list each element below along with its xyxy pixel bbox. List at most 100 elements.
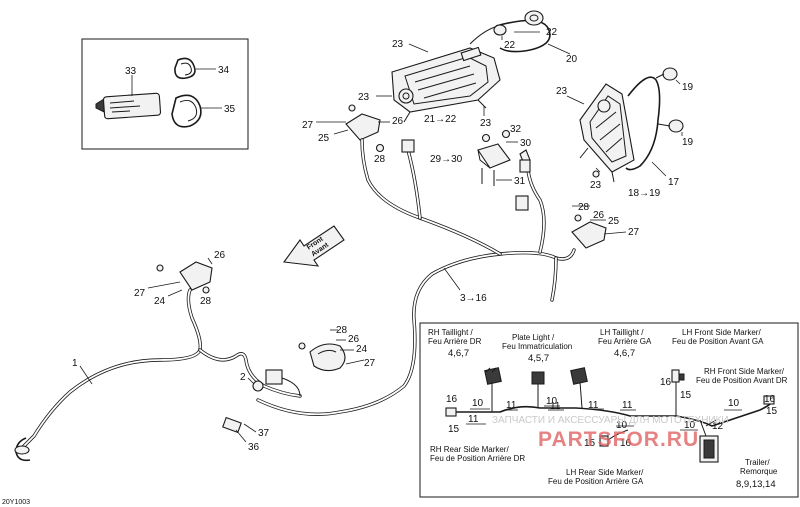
lighting-detail-box: RH Taillight / Feu Arrière DR 4,6,7 Plat… <box>419 322 799 498</box>
small-clip <box>174 57 196 80</box>
callout-27-a: 27 <box>302 120 314 131</box>
diagram-code: 20Y1003 <box>2 499 30 506</box>
marker-lamp-center <box>298 342 346 372</box>
detail-11-d: 11 <box>588 400 599 411</box>
callout-32: 32 <box>510 124 522 135</box>
callout-26-c: 26 <box>214 250 226 261</box>
callout-28-a: 28 <box>374 154 386 165</box>
harness-parts-lower <box>222 369 301 434</box>
rh-rear-marker-label-fr: Feu de Position Arrière DR <box>430 454 525 463</box>
callout-23-mid: 23 <box>480 118 492 129</box>
callout-23-right-low: 23 <box>590 180 602 191</box>
detail-10-d: 10 <box>728 398 740 409</box>
plate-light-label: Plate Light / <box>512 333 555 342</box>
lh-front-marker-label-fr: Feu de Position Avant GA <box>672 337 764 346</box>
lh-taillight-part <box>570 367 588 385</box>
watermark-logo: PARTSFOR.RU <box>538 428 699 451</box>
callout-28-c: 28 <box>200 296 212 307</box>
marker-lamp-upper-left <box>345 104 381 141</box>
rh-taillight-part <box>484 367 502 385</box>
lh-front-marker-part <box>671 369 685 383</box>
callout-23-left: 23 <box>358 92 370 103</box>
plate-light-refs: 4,5,7 <box>528 353 549 364</box>
callout-1: 1 <box>72 358 78 369</box>
detail-11-c: 11 <box>550 401 561 412</box>
detail-10-c: 10 <box>616 420 628 431</box>
detail-16-c: 16 <box>764 394 776 405</box>
accessory-inset: 33 34 35 <box>81 38 249 150</box>
lh-rear-marker-label: LH Rear Side Marker/ <box>566 468 644 477</box>
trailer-connector-part <box>699 435 719 463</box>
detail-15-a: 15 <box>448 424 460 435</box>
bulb-and-wire-17 <box>625 67 684 171</box>
front-direction-arrow: Front Avant <box>283 225 345 267</box>
callout-26-a: 26 <box>392 116 404 127</box>
callout-29-30: 29→30 <box>430 154 463 165</box>
callout-36: 36 <box>248 442 260 453</box>
callout-30: 30 <box>520 138 532 149</box>
callout-24-b: 24 <box>356 344 368 355</box>
callout-17: 17 <box>668 177 680 188</box>
detail-15-b: 15 <box>680 390 692 401</box>
plate-light-label-fr: Feu Immatriculation <box>502 342 572 351</box>
callout-31: 31 <box>514 176 526 187</box>
detail-16-b: 16 <box>660 377 672 388</box>
callout-3-16: 3→16 <box>460 293 487 304</box>
callout-35: 35 <box>224 104 236 115</box>
trailer-label: Trailer/ <box>745 458 770 467</box>
callout-20: 20 <box>566 54 578 65</box>
callout-18-19: 18→19 <box>628 188 661 199</box>
callout-24-a: 24 <box>154 296 166 307</box>
callout-26-b: 26 <box>593 210 605 221</box>
trailer-label-fr: Remorque <box>740 467 778 476</box>
watermark-line1: ЗАПЧАСТИ И АКСЕССУАРЫ ДЛЯ МОТОТЕХНИКИ <box>492 415 729 426</box>
detail-10-b: 10 <box>546 396 558 407</box>
lh-taillight-refs: 4,6,7 <box>614 348 635 359</box>
lh-rear-marker-label-fr: Feu de Position Arrière GA <box>548 477 644 486</box>
callout-26-d: 26 <box>348 334 360 345</box>
callout-34: 34 <box>218 65 230 76</box>
rh-front-marker-label: RH Front Side Marker/ <box>704 367 785 376</box>
callout-33: 33 <box>125 66 137 77</box>
callout-19-bottom: 19 <box>682 137 694 148</box>
callout-23-right: 23 <box>556 86 568 97</box>
callout-27-d: 27 <box>364 358 376 369</box>
detail-11-e: 11 <box>622 400 633 411</box>
detail-15-c: 15 <box>766 406 778 417</box>
rh-taillight-label-fr: Feu Arrière DR <box>428 337 482 346</box>
callout-21-22: 21→22 <box>424 114 457 125</box>
large-clip <box>171 94 202 128</box>
detail-11-b: 11 <box>506 400 517 411</box>
rh-taillight-label: RH Taillight / <box>428 328 474 337</box>
lh-taillight-label: LH Taillight / <box>600 328 644 337</box>
detail-11-a: 11 <box>468 414 479 425</box>
bulb-and-wire-20 <box>469 10 551 53</box>
callout-27-b: 27 <box>628 227 640 238</box>
callout-25-b: 25 <box>608 216 620 227</box>
lh-rear-marker-part <box>599 435 609 447</box>
detail-15-d: 15 <box>584 438 596 449</box>
callout-19-top: 19 <box>682 82 694 93</box>
headlight-assembly-left <box>391 46 501 123</box>
callout-28-d: 28 <box>336 325 348 336</box>
callout-27-c: 27 <box>134 288 146 299</box>
callout-22-b: 22 <box>504 40 516 51</box>
callout-37: 37 <box>258 428 270 439</box>
rh-taillight-refs: 4,6,7 <box>448 348 469 359</box>
grease-tube <box>95 92 162 120</box>
callout-2: 2 <box>240 372 246 383</box>
detail-12: 12 <box>712 421 724 432</box>
detail-16-a: 16 <box>446 394 458 405</box>
detail-16-d: 16 <box>620 438 632 449</box>
detail-10-e: 10 <box>684 420 696 431</box>
callout-28-b: 28 <box>578 202 590 213</box>
watermark: ЗАПЧАСТИ И АКСЕССУАРЫ ДЛЯ МОТОТЕХНИКИ PA… <box>492 415 729 451</box>
callout-23-top: 23 <box>392 39 404 50</box>
headlight-assembly-right <box>579 83 635 183</box>
main-wiring-harness <box>14 138 576 462</box>
lh-front-marker-label: LH Front Side Marker/ <box>682 328 761 337</box>
rh-rear-marker-label: RH Rear Side Marker/ <box>430 445 509 454</box>
callout-25-a: 25 <box>318 133 330 144</box>
